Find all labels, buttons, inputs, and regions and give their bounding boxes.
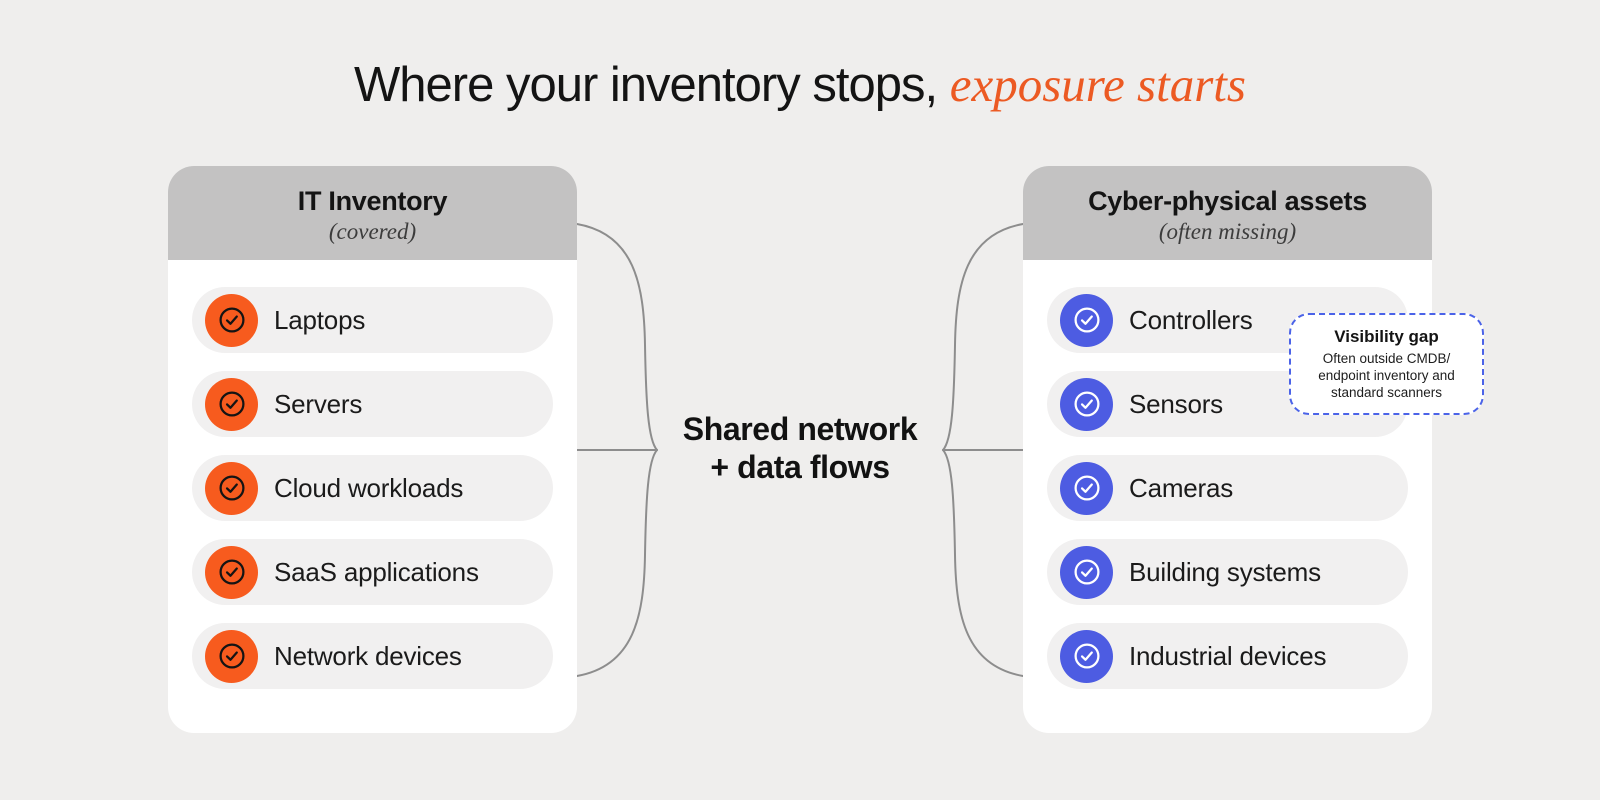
check-circle-icon bbox=[1060, 545, 1113, 599]
connector-right-top bbox=[942, 223, 1024, 451]
panel-cyber-physical-assets: Cyber-physical assets (often missing) Co… bbox=[1023, 166, 1432, 733]
item-label: Industrial devices bbox=[1129, 640, 1327, 671]
page-title-plain: Where your inventory stops, bbox=[354, 58, 950, 112]
list-item-servers: Servers bbox=[192, 371, 553, 437]
list-item-industrial-devices: Industrial devices bbox=[1047, 623, 1408, 689]
panel-it-inventory-title: IT Inventory bbox=[297, 185, 448, 216]
check-circle-icon bbox=[205, 377, 258, 431]
item-label: Laptops bbox=[274, 304, 366, 335]
panel-cyber-physical-header: Cyber-physical assets (often missing) bbox=[1023, 166, 1432, 260]
panel-it-inventory: IT Inventory (covered) Laptops Servers bbox=[168, 166, 577, 733]
connector-left-top bbox=[576, 223, 658, 451]
list-item-building-systems: Building systems bbox=[1047, 539, 1408, 605]
check-circle-icon bbox=[205, 461, 258, 515]
visibility-gap-callout: Visibility gap Often outside CMDB/ endpo… bbox=[1289, 313, 1484, 415]
connector-right-bottom bbox=[942, 449, 1024, 677]
list-item-cloud-workloads: Cloud workloads bbox=[192, 455, 553, 521]
check-circle-icon bbox=[1060, 377, 1113, 431]
page-title-accent: exposure starts bbox=[949, 57, 1246, 112]
callout-body-line: endpoint inventory and bbox=[1318, 368, 1455, 383]
item-label: Network devices bbox=[274, 640, 462, 671]
callout-title: Visibility gap bbox=[1334, 327, 1439, 346]
center-label-line1: Shared network bbox=[682, 411, 918, 448]
item-label: Cloud workloads bbox=[274, 472, 464, 503]
check-circle-icon bbox=[205, 545, 258, 599]
check-circle-icon bbox=[205, 293, 258, 347]
connector-left-bottom bbox=[576, 449, 658, 677]
check-circle-icon bbox=[1060, 461, 1113, 515]
callout-body-line: Often outside CMDB/ bbox=[1322, 351, 1451, 366]
list-item-network-devices: Network devices bbox=[192, 623, 553, 689]
panel-cyber-physical-subtitle: (often missing) bbox=[1158, 218, 1297, 244]
panel-it-inventory-header: IT Inventory (covered) bbox=[168, 166, 577, 260]
item-label: Controllers bbox=[1129, 304, 1253, 335]
list-item-cameras: Cameras bbox=[1047, 455, 1408, 521]
page-title: Where your inventory stops, exposure sta… bbox=[0, 56, 1600, 113]
check-circle-icon bbox=[1060, 629, 1113, 683]
item-label: Servers bbox=[274, 388, 363, 419]
center-label: Shared network + data flows bbox=[660, 410, 940, 487]
item-label: Building systems bbox=[1129, 556, 1321, 587]
check-circle-icon bbox=[1060, 293, 1113, 347]
center-label-line2: + data flows bbox=[710, 449, 890, 486]
panel-cyber-physical-title: Cyber-physical assets bbox=[1088, 185, 1367, 216]
it-inventory-list: Laptops Servers Cloud workloads SaaS app… bbox=[168, 260, 577, 689]
item-label: Cameras bbox=[1129, 472, 1234, 503]
check-circle-icon bbox=[205, 629, 258, 683]
item-label: Sensors bbox=[1129, 388, 1223, 419]
item-label: SaaS applications bbox=[274, 556, 479, 587]
list-item-laptops: Laptops bbox=[192, 287, 553, 353]
callout-body-line: standard scanners bbox=[1330, 385, 1443, 400]
panel-it-inventory-subtitle: (covered) bbox=[328, 218, 417, 244]
cyber-physical-list: Controllers Sensors Cameras Building sys… bbox=[1023, 260, 1432, 689]
list-item-saas-applications: SaaS applications bbox=[192, 539, 553, 605]
